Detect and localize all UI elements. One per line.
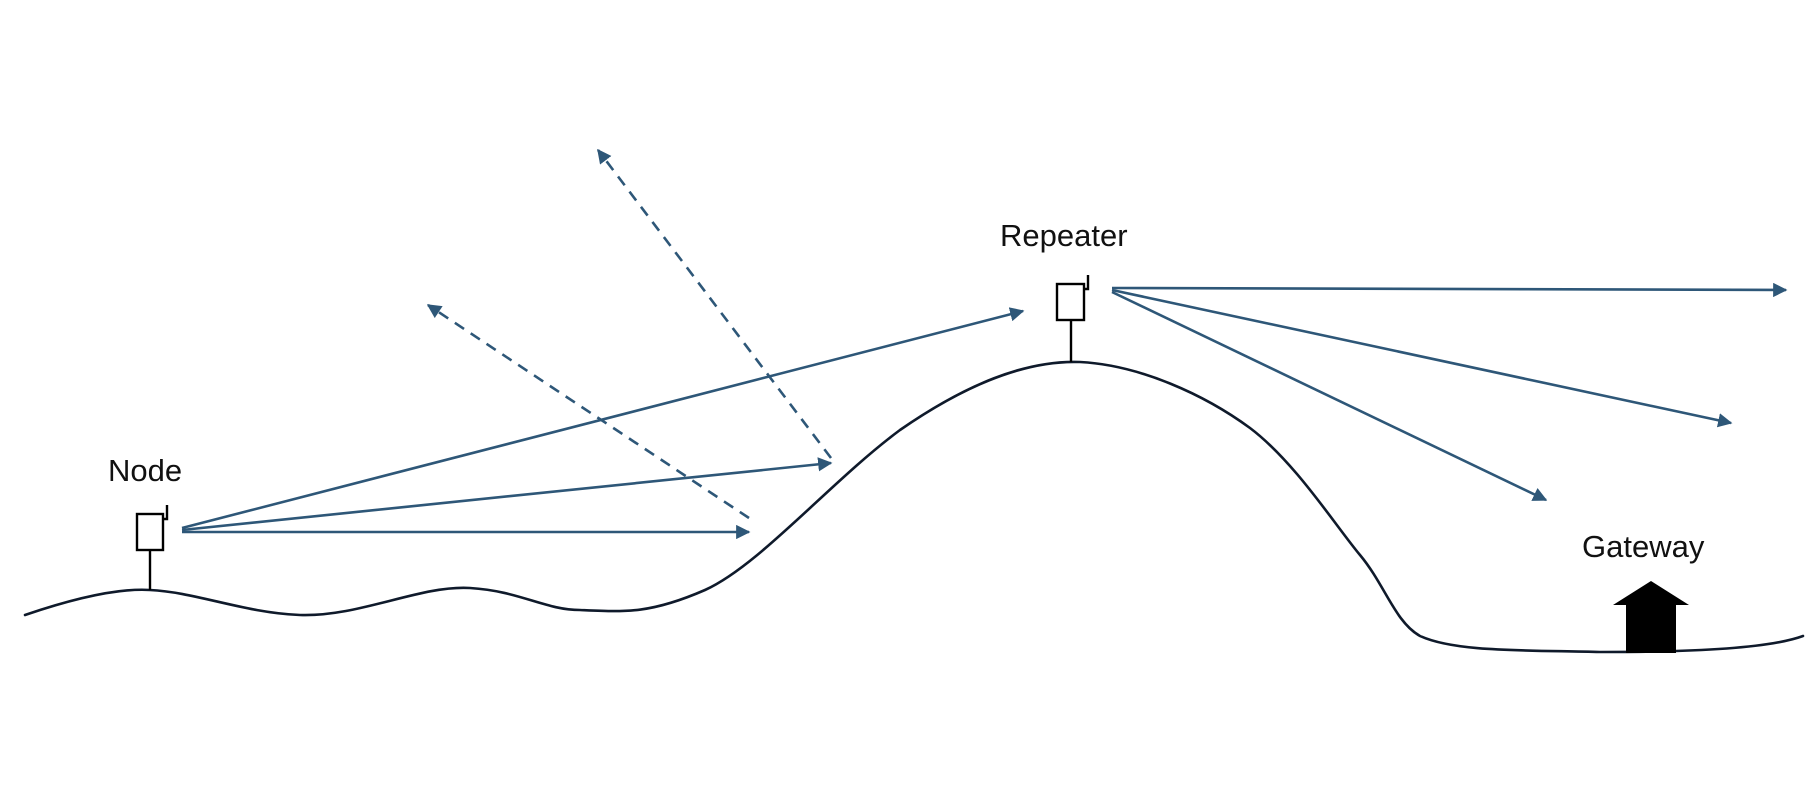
node-device-icon [135,505,169,590]
repeater-horizontal-arrow [1111,282,1788,298]
terrain-profile [23,360,1805,654]
gateway-label: Gateway [1582,529,1705,564]
reflected-signal-paths [426,148,833,520]
node-to-hill-arrow [181,457,833,532]
node-label: Node [108,453,183,488]
repeater-device-icon [1055,275,1090,362]
repeater-label: Repeater [1000,218,1128,253]
node-radio-body [135,512,165,552]
gateway-house-icon [1613,581,1689,653]
repeater-signal-paths [1111,282,1788,502]
node-antenna [163,505,169,521]
repeater-mid-arrow [1111,288,1733,428]
repeater-radio-body [1055,282,1086,322]
reflection-shallow-arrow [426,303,750,520]
reflection-steep-arrow [596,148,833,459]
repeater-antenna [1084,275,1090,291]
repeater-down-arrow [1111,290,1548,502]
